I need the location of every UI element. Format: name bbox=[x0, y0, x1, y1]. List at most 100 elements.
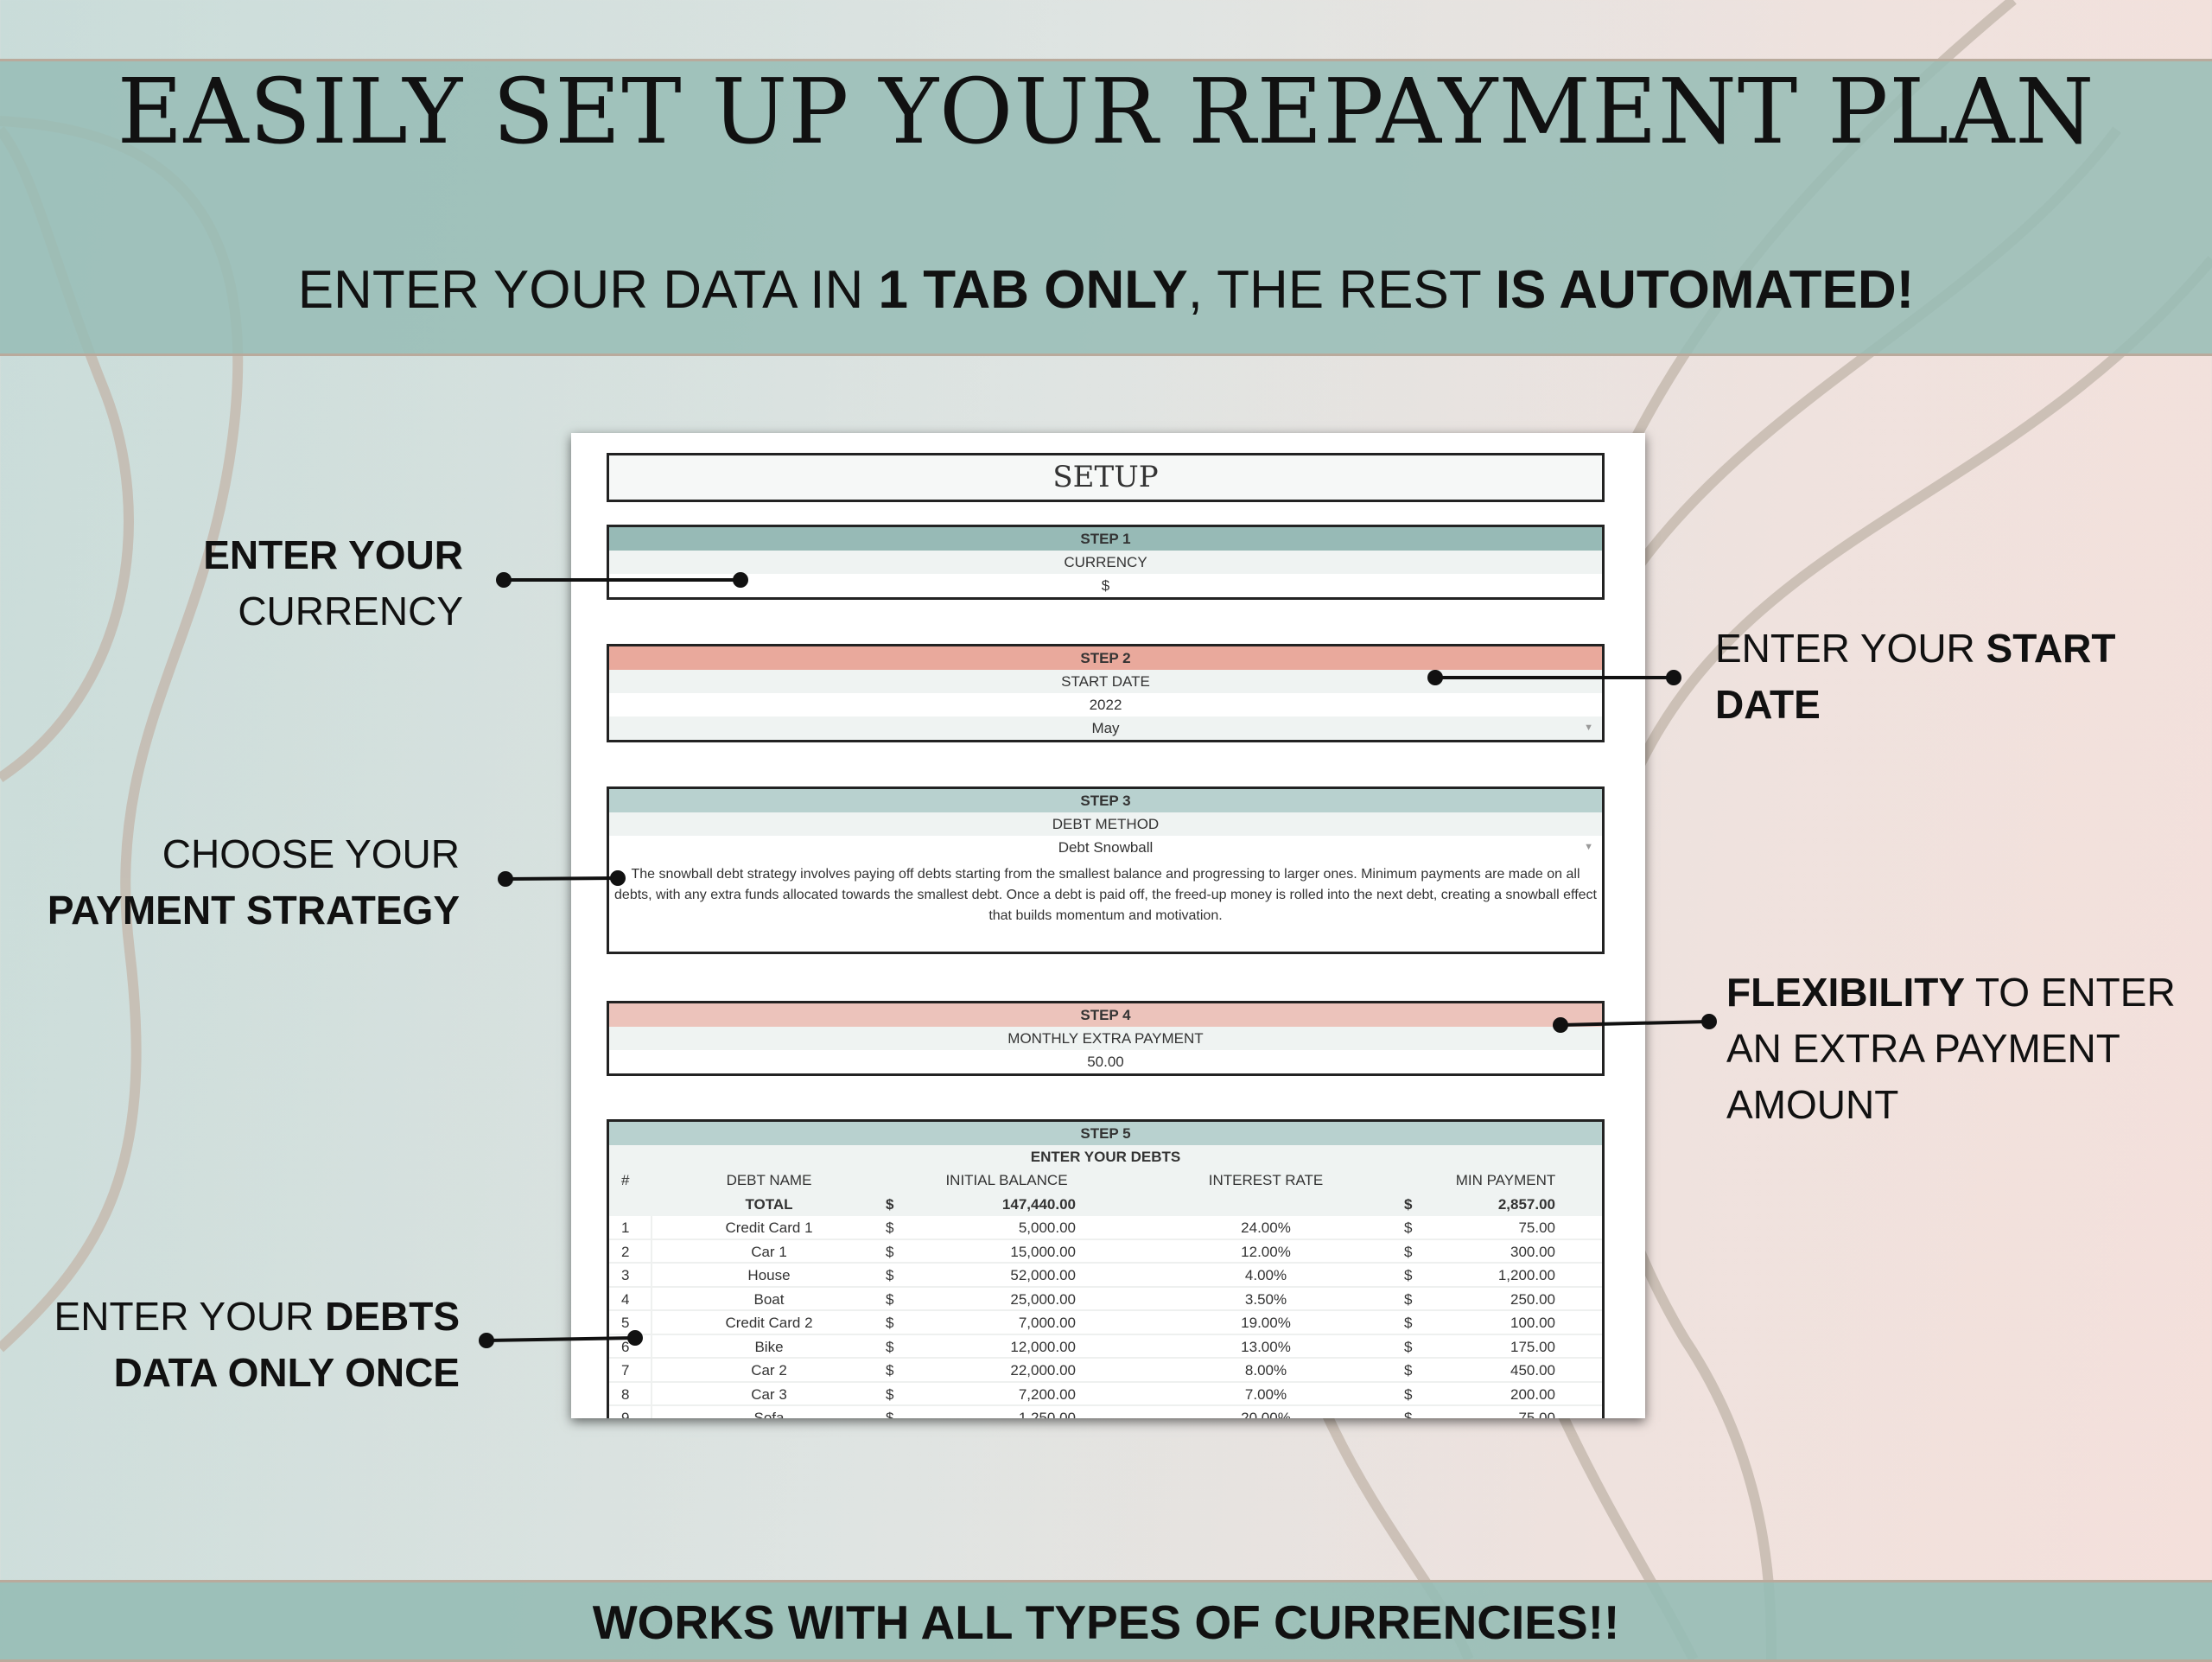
balance-cell[interactable]: 1,250.00 bbox=[1018, 1410, 1076, 1418]
debt-name-cell[interactable]: Credit Card 1 bbox=[725, 1219, 813, 1236]
currency-symbol: $ bbox=[1404, 1267, 1413, 1283]
step-label: STEP 1 bbox=[609, 527, 1602, 551]
field-label: CURRENCY bbox=[609, 551, 1602, 574]
subtitle-part: , THE REST bbox=[1187, 260, 1496, 320]
empty bbox=[1128, 1193, 1404, 1217]
currency-symbol: $ bbox=[886, 1338, 894, 1355]
interest-rate-cell[interactable]: 24.00% bbox=[1241, 1219, 1291, 1236]
total-min-payment: 2,857.00 bbox=[1497, 1195, 1555, 1213]
method-description: The snowball debt strategy involves payi… bbox=[614, 867, 1597, 923]
min-payment-cell[interactable]: 75.00 bbox=[1518, 1410, 1555, 1418]
interest-rate-cell[interactable]: 3.50% bbox=[1244, 1290, 1287, 1308]
extra-payment-input[interactable]: 50.00 bbox=[1087, 1054, 1124, 1070]
dropdown-arrow-icon[interactable]: ▼ bbox=[1584, 723, 1593, 733]
callout-text: FLEXIBILITY bbox=[1726, 970, 1965, 1015]
min-payment-cell[interactable]: 300.00 bbox=[1510, 1243, 1555, 1260]
interest-rate-cell[interactable]: 4.00% bbox=[1244, 1267, 1287, 1283]
empty bbox=[609, 1193, 652, 1217]
min-payment-cell[interactable]: 450.00 bbox=[1510, 1362, 1555, 1379]
currency-symbol: $ bbox=[1404, 1410, 1413, 1418]
currency-symbol: $ bbox=[886, 1219, 894, 1236]
col-number: # bbox=[621, 1172, 630, 1188]
currency-symbol: $ bbox=[1404, 1362, 1413, 1379]
debt-name-cell[interactable]: House bbox=[747, 1267, 791, 1283]
callout-text: CURRENCY bbox=[238, 589, 463, 634]
currency-symbol: $ bbox=[1404, 1315, 1413, 1331]
balance-cell[interactable]: 52,000.00 bbox=[1010, 1267, 1076, 1283]
callout-text: ENTER YOUR bbox=[1715, 626, 1986, 671]
debt-method-dropdown[interactable]: Debt Snowball ▼ bbox=[609, 836, 1602, 859]
month-dropdown[interactable]: May▼ bbox=[609, 716, 1602, 740]
currency-symbol: $ bbox=[1404, 1219, 1413, 1236]
step2-start-date: STEP 2 START DATE 2022 May▼ bbox=[607, 644, 1605, 742]
row-number: 8 bbox=[609, 1382, 652, 1406]
callout-text: DEBTS bbox=[325, 1294, 460, 1339]
row-number: 4 bbox=[609, 1287, 652, 1311]
callout-text: AN EXTRA PAYMENT bbox=[1726, 1026, 2120, 1071]
interest-rate-cell[interactable]: 13.00% bbox=[1241, 1338, 1291, 1355]
balance-cell[interactable]: 12,000.00 bbox=[1010, 1338, 1076, 1355]
method-value: Debt Snowball bbox=[1058, 839, 1154, 856]
callout-text: DATA ONLY ONCE bbox=[113, 1350, 460, 1395]
min-payment-cell[interactable]: 75.00 bbox=[1518, 1219, 1555, 1236]
min-payment-cell[interactable]: 175.00 bbox=[1510, 1338, 1555, 1355]
row-number: 5 bbox=[609, 1311, 652, 1335]
currency-symbol: $ bbox=[1404, 1338, 1413, 1355]
col-initial-balance: INITIAL BALANCE bbox=[945, 1172, 1068, 1188]
balance-cell[interactable]: 15,000.00 bbox=[1010, 1243, 1076, 1260]
balance-cell[interactable]: 22,000.00 bbox=[1010, 1362, 1076, 1379]
header-banner bbox=[0, 59, 2212, 356]
interest-rate-cell[interactable]: 19.00% bbox=[1241, 1315, 1291, 1331]
step-label: STEP 4 bbox=[609, 1003, 1602, 1027]
callout-text: START bbox=[1986, 626, 2116, 671]
currency-input[interactable]: $ bbox=[1101, 577, 1110, 594]
field-label: MONTHLY EXTRA PAYMENT bbox=[609, 1027, 1602, 1050]
setup-spreadsheet: SETUP STEP 1 CURRENCY $ STEP 2 START DAT… bbox=[571, 433, 1645, 1418]
callout-text: PAYMENT STRATEGY bbox=[47, 888, 460, 933]
footer-banner: WORKS WITH ALL TYPES OF CURRENCIES!! bbox=[0, 1580, 2212, 1662]
balance-cell[interactable]: 5,000.00 bbox=[1018, 1219, 1076, 1236]
min-payment-cell[interactable]: 100.00 bbox=[1510, 1315, 1555, 1331]
row-number: 7 bbox=[609, 1359, 652, 1383]
min-payment-cell[interactable]: 200.00 bbox=[1510, 1385, 1555, 1403]
debt-name-cell[interactable]: Car 2 bbox=[751, 1362, 787, 1379]
currency-symbol: $ bbox=[886, 1195, 894, 1213]
debt-name-cell[interactable]: Sofa bbox=[753, 1410, 785, 1418]
currency-symbol: $ bbox=[886, 1362, 894, 1379]
balance-cell[interactable]: 7,000.00 bbox=[1018, 1315, 1076, 1331]
currency-symbol: $ bbox=[1404, 1195, 1413, 1213]
interest-rate-cell[interactable]: 8.00% bbox=[1244, 1362, 1287, 1379]
debt-name-cell[interactable]: Car 3 bbox=[751, 1385, 787, 1403]
currency-symbol: $ bbox=[1404, 1385, 1413, 1403]
debt-name-cell[interactable]: Credit Card 2 bbox=[725, 1315, 813, 1331]
row-number: 6 bbox=[609, 1334, 652, 1359]
debt-name-cell[interactable]: Bike bbox=[754, 1338, 784, 1355]
debt-name-cell[interactable]: Boat bbox=[753, 1290, 785, 1308]
min-payment-cell[interactable]: 250.00 bbox=[1510, 1290, 1555, 1308]
total-label: TOTAL bbox=[745, 1195, 793, 1213]
callout-text: TO ENTER bbox=[1965, 970, 2176, 1015]
page-title: EASILY SET UP YOUR REPAYMENT PLAN bbox=[117, 59, 2095, 164]
setup-title: SETUP bbox=[607, 453, 1605, 502]
balance-cell[interactable]: 7,200.00 bbox=[1018, 1385, 1076, 1403]
interest-rate-cell[interactable]: 12.00% bbox=[1241, 1243, 1291, 1260]
row-number: 2 bbox=[609, 1239, 652, 1264]
balance-cell[interactable]: 25,000.00 bbox=[1010, 1290, 1076, 1308]
year-input[interactable]: 2022 bbox=[1089, 697, 1122, 713]
interest-rate-cell[interactable]: 7.00% bbox=[1244, 1385, 1287, 1403]
dropdown-arrow-icon[interactable]: ▼ bbox=[1584, 842, 1593, 852]
total-row: TOTAL $ 147,440.00 $ 2,857.00 bbox=[609, 1192, 1602, 1217]
debt-name-cell[interactable]: Car 1 bbox=[751, 1243, 787, 1260]
interest-rate-cell[interactable]: 20.00% bbox=[1241, 1410, 1291, 1418]
min-payment-cell[interactable]: 1,200.00 bbox=[1497, 1267, 1555, 1283]
field-label: START DATE bbox=[609, 670, 1602, 693]
